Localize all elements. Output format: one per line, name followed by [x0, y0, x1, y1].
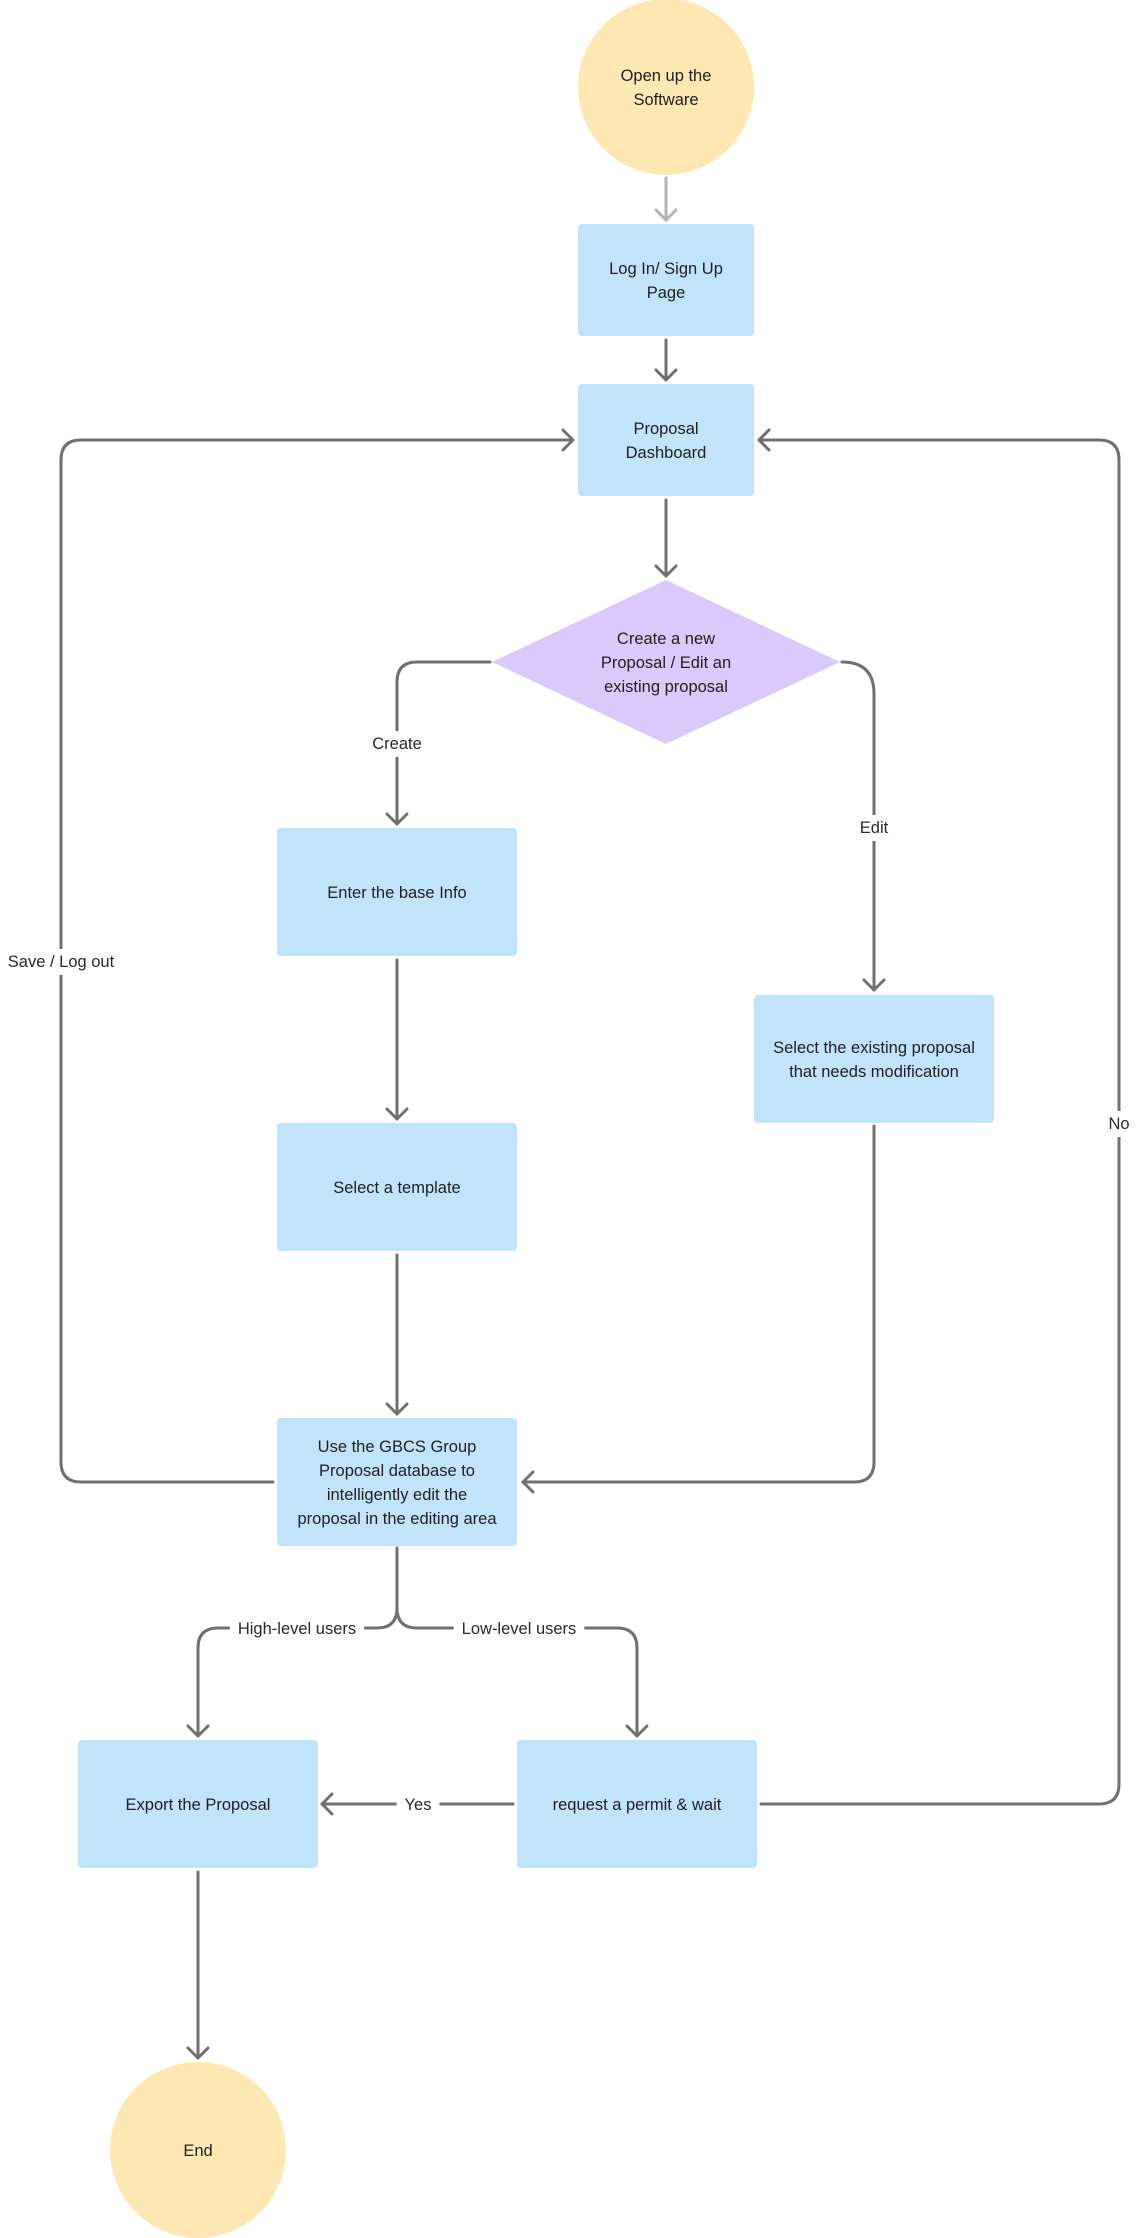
edge-label-edit-permit: Low-level users	[453, 1616, 585, 1642]
edge-label-edit-dashboard: Save / Log out	[0, 949, 123, 975]
node-base-info: Enter the base Info	[277, 828, 517, 956]
process-shape	[517, 1740, 757, 1868]
process-shape	[277, 1418, 517, 1546]
edge-label-decision-select-existing: Edit	[851, 815, 897, 841]
node-label-line: Proposal	[633, 420, 698, 438]
node-permit: request a permit & wait	[517, 1740, 757, 1868]
process-shape	[277, 1123, 517, 1251]
edge-label-background	[364, 731, 430, 757]
edge-label-edit-export: High-level users	[229, 1616, 365, 1642]
node-end: End	[110, 2062, 286, 2238]
process-shape	[578, 224, 754, 336]
edge-label-permit-export: Yes	[396, 1792, 440, 1818]
node-label-line: request a permit & wait	[553, 1796, 722, 1814]
node-label-line: Use the GBCS Group	[318, 1438, 477, 1456]
edge-label-text: Edit	[860, 819, 889, 837]
edge-label-text: Save / Log out	[8, 953, 115, 971]
node-template: Select a template	[277, 1123, 517, 1251]
edge-label-background	[1100, 1111, 1137, 1137]
edge-label-text: Yes	[405, 1796, 432, 1814]
edge-label-background	[229, 1616, 365, 1642]
edge-label-text: Create	[372, 735, 422, 753]
edge-select-existing-edit	[521, 1124, 876, 1494]
edge-label-text: High-level users	[238, 1620, 356, 1638]
edge-label-text: Low-level users	[462, 1620, 577, 1638]
node-label-line: Proposal / Edit an	[601, 654, 731, 672]
node-login: Log In/ Sign Up Page	[578, 224, 754, 336]
node-label-line: Select the existing proposal	[773, 1039, 975, 1057]
edge-decision-select-existing	[840, 660, 886, 992]
node-label-line: Software	[633, 91, 698, 109]
terminal-shape	[578, 0, 754, 175]
node-label-line: End	[183, 2142, 212, 2160]
node-label-line: that needs modification	[789, 1063, 959, 1081]
node-label-line: Select a template	[333, 1179, 461, 1197]
process-shape	[578, 384, 754, 496]
process-shape	[277, 828, 517, 956]
edge-label-background	[453, 1616, 585, 1642]
edge-edit-dashboard	[59, 428, 575, 1484]
process-shape	[78, 1740, 318, 1868]
node-label-line: existing proposal	[604, 678, 728, 696]
node-label-line: Log In/ Sign Up	[609, 260, 723, 278]
edge-label-background	[396, 1792, 440, 1818]
edge-label-background	[851, 815, 897, 841]
node-label-line: Create a new	[617, 630, 715, 648]
node-label-line: intelligently edit the	[327, 1486, 467, 1504]
node-label-line: Enter the base Info	[327, 884, 466, 902]
node-label-line: Export the Proposal	[126, 1796, 271, 1814]
node-export: Export the Proposal	[78, 1740, 318, 1868]
terminal-shape	[110, 2062, 286, 2238]
node-label-line: Page	[647, 284, 686, 302]
node-label-line: Dashboard	[626, 444, 707, 462]
edge-label-text: No	[1108, 1115, 1129, 1133]
node-label-line: Open up the	[621, 67, 712, 85]
edge-label-decision-base-info: Create	[364, 731, 430, 757]
node-select-existing: Select the existing proposal that needs m…	[754, 995, 994, 1123]
edge-decision-base-info	[385, 660, 492, 826]
edge-edit-permit	[395, 1606, 649, 1738]
process-shape	[754, 995, 994, 1123]
node-label-line: proposal in the editing area	[297, 1510, 497, 1528]
node-label-line: Proposal database to	[319, 1462, 475, 1480]
decision-shape	[492, 580, 840, 744]
edge-label-permit-dashboard: No	[1100, 1111, 1137, 1137]
edge-label-background	[0, 949, 123, 975]
